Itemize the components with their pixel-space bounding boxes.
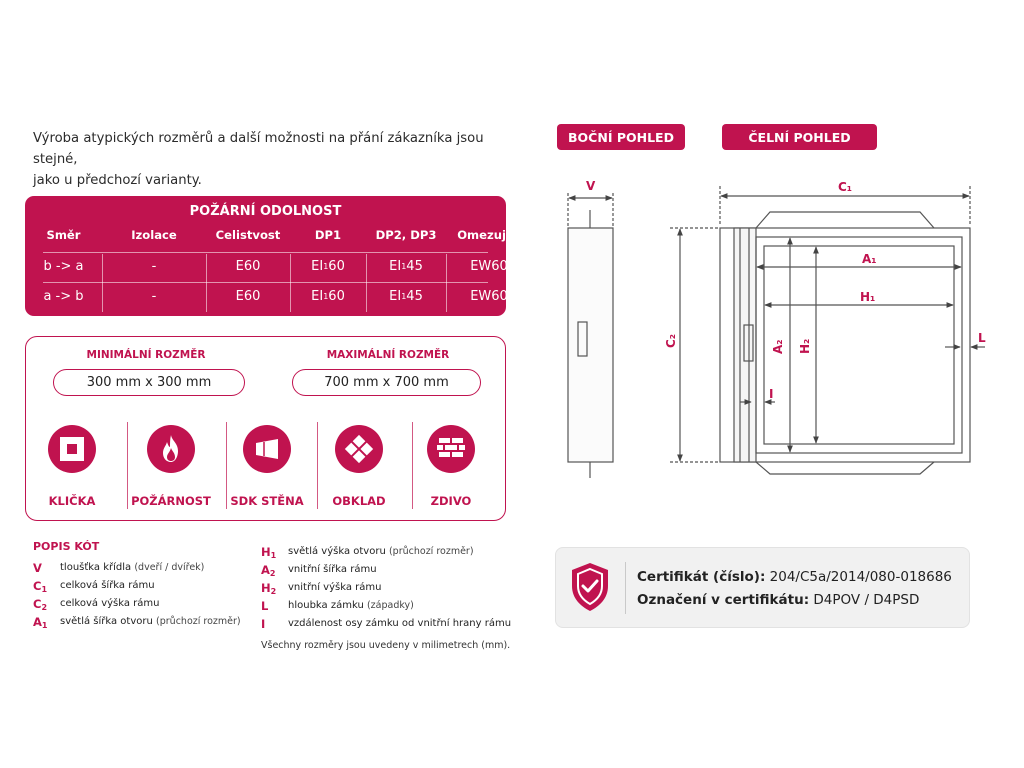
units-note: Všechny rozměry jsou uvedeny v milimetre… (261, 640, 511, 651)
cell-omezujici: EW60 (470, 288, 508, 304)
dim-label-h1: H₁ (860, 290, 875, 304)
cell-izolace: - (151, 288, 157, 304)
intro-text: Výroba atypických rozměrů a další možnos… (33, 128, 513, 191)
cell-izolace: - (151, 258, 157, 274)
feature-label: ZDIVO (430, 494, 472, 508)
dim-label-c2: C₂ (664, 334, 678, 348)
front-view-label: ČELNÍ POHLED (722, 124, 877, 150)
feature-label: POŽÁRNOST (131, 494, 211, 508)
drywall-icon (243, 425, 291, 473)
side-view-label: BOČNÍ POHLED (557, 124, 685, 150)
brick-wall-icon (427, 425, 475, 473)
technical-drawing: V C₁ A₁ H₁ L I C₂ A₂ H₂ (567, 179, 986, 478)
handle-square-icon (48, 425, 96, 473)
dim-label-a1: A₁ (862, 252, 877, 266)
dim-label-v: V (586, 179, 596, 193)
cell-celistvost: E60 (235, 288, 261, 304)
min-size-label: MINIMÁLNÍ ROZMĚR (86, 349, 206, 361)
max-size-value: 700 mm x 700 mm (292, 369, 481, 396)
intro-line-2: jako u předchozí varianty. (33, 173, 202, 188)
fire-resistance-table: POŽÁRNÍ ODOLNOST Směr Izolace Celistvost… (25, 196, 521, 316)
min-size-value: 300 mm x 300 mm (53, 369, 245, 396)
header-smer: Směr (46, 228, 81, 242)
certificate-box: Certifikát (číslo): 204/C5a/2014/080-018… (555, 547, 970, 628)
size-features-box: MINIMÁLNÍ ROZMĚR 300 mm x 300 mm MAXIMÁL… (25, 336, 506, 521)
cell-omezujici: EW60 (470, 258, 508, 274)
header-dp1: DP1 (314, 228, 342, 242)
feature-label: SDK STĚNA (230, 494, 304, 508)
certificate-number: Certifikát (číslo): 204/C5a/2014/080-018… (637, 569, 952, 585)
header-omezujici: Omezující (457, 228, 521, 242)
feature-label: KLIČKA (48, 494, 96, 508)
cell-smer: b -> a (43, 258, 84, 274)
certificate-designation: Označení v certifikátu: D4POV / D4PSD (637, 592, 920, 608)
dim-label-h2: H₂ (798, 339, 812, 354)
max-size-label: MAXIMÁLNÍ ROZMĚR (326, 349, 450, 361)
header-celistvost: Celistvost (215, 228, 281, 242)
dim-label-c1: C₁ (838, 180, 852, 194)
fire-table-title: POŽÁRNÍ ODOLNOST (189, 204, 342, 219)
header-izolace: Izolace (131, 228, 177, 242)
flame-icon (147, 425, 195, 473)
intro-line-1: Výroba atypických rozměrů a další možnos… (33, 131, 484, 167)
legend-title: POPIS KÓT (33, 540, 100, 553)
cell-celistvost: E60 (235, 258, 261, 274)
header-dp2-dp3: DP2, DP3 (375, 228, 437, 242)
feature-label: OBKLAD (332, 494, 386, 508)
fire-table-header: Směr Izolace Celistvost DP1 DP2, DP3 Ome… (25, 227, 520, 243)
tile-diamond-icon (335, 425, 383, 473)
dim-label-l: L (978, 331, 986, 345)
dim-label-a2: A₂ (771, 339, 785, 354)
dim-label-i: I (769, 387, 773, 401)
shield-check-icon (568, 560, 612, 618)
cell-smer: a -> b (43, 288, 84, 304)
